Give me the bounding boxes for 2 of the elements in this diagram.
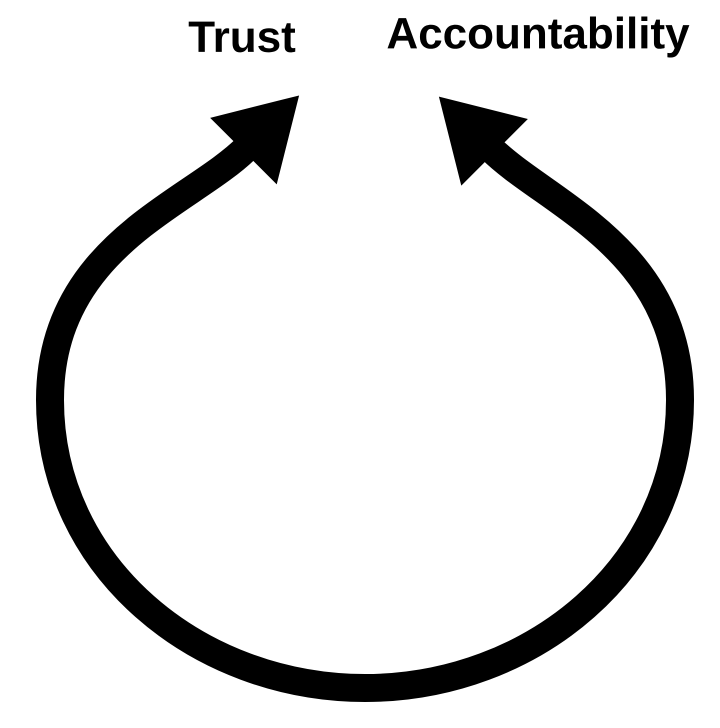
node-label: Accountability	[388, 16, 690, 58]
node-label: Trust	[188, 22, 296, 52]
